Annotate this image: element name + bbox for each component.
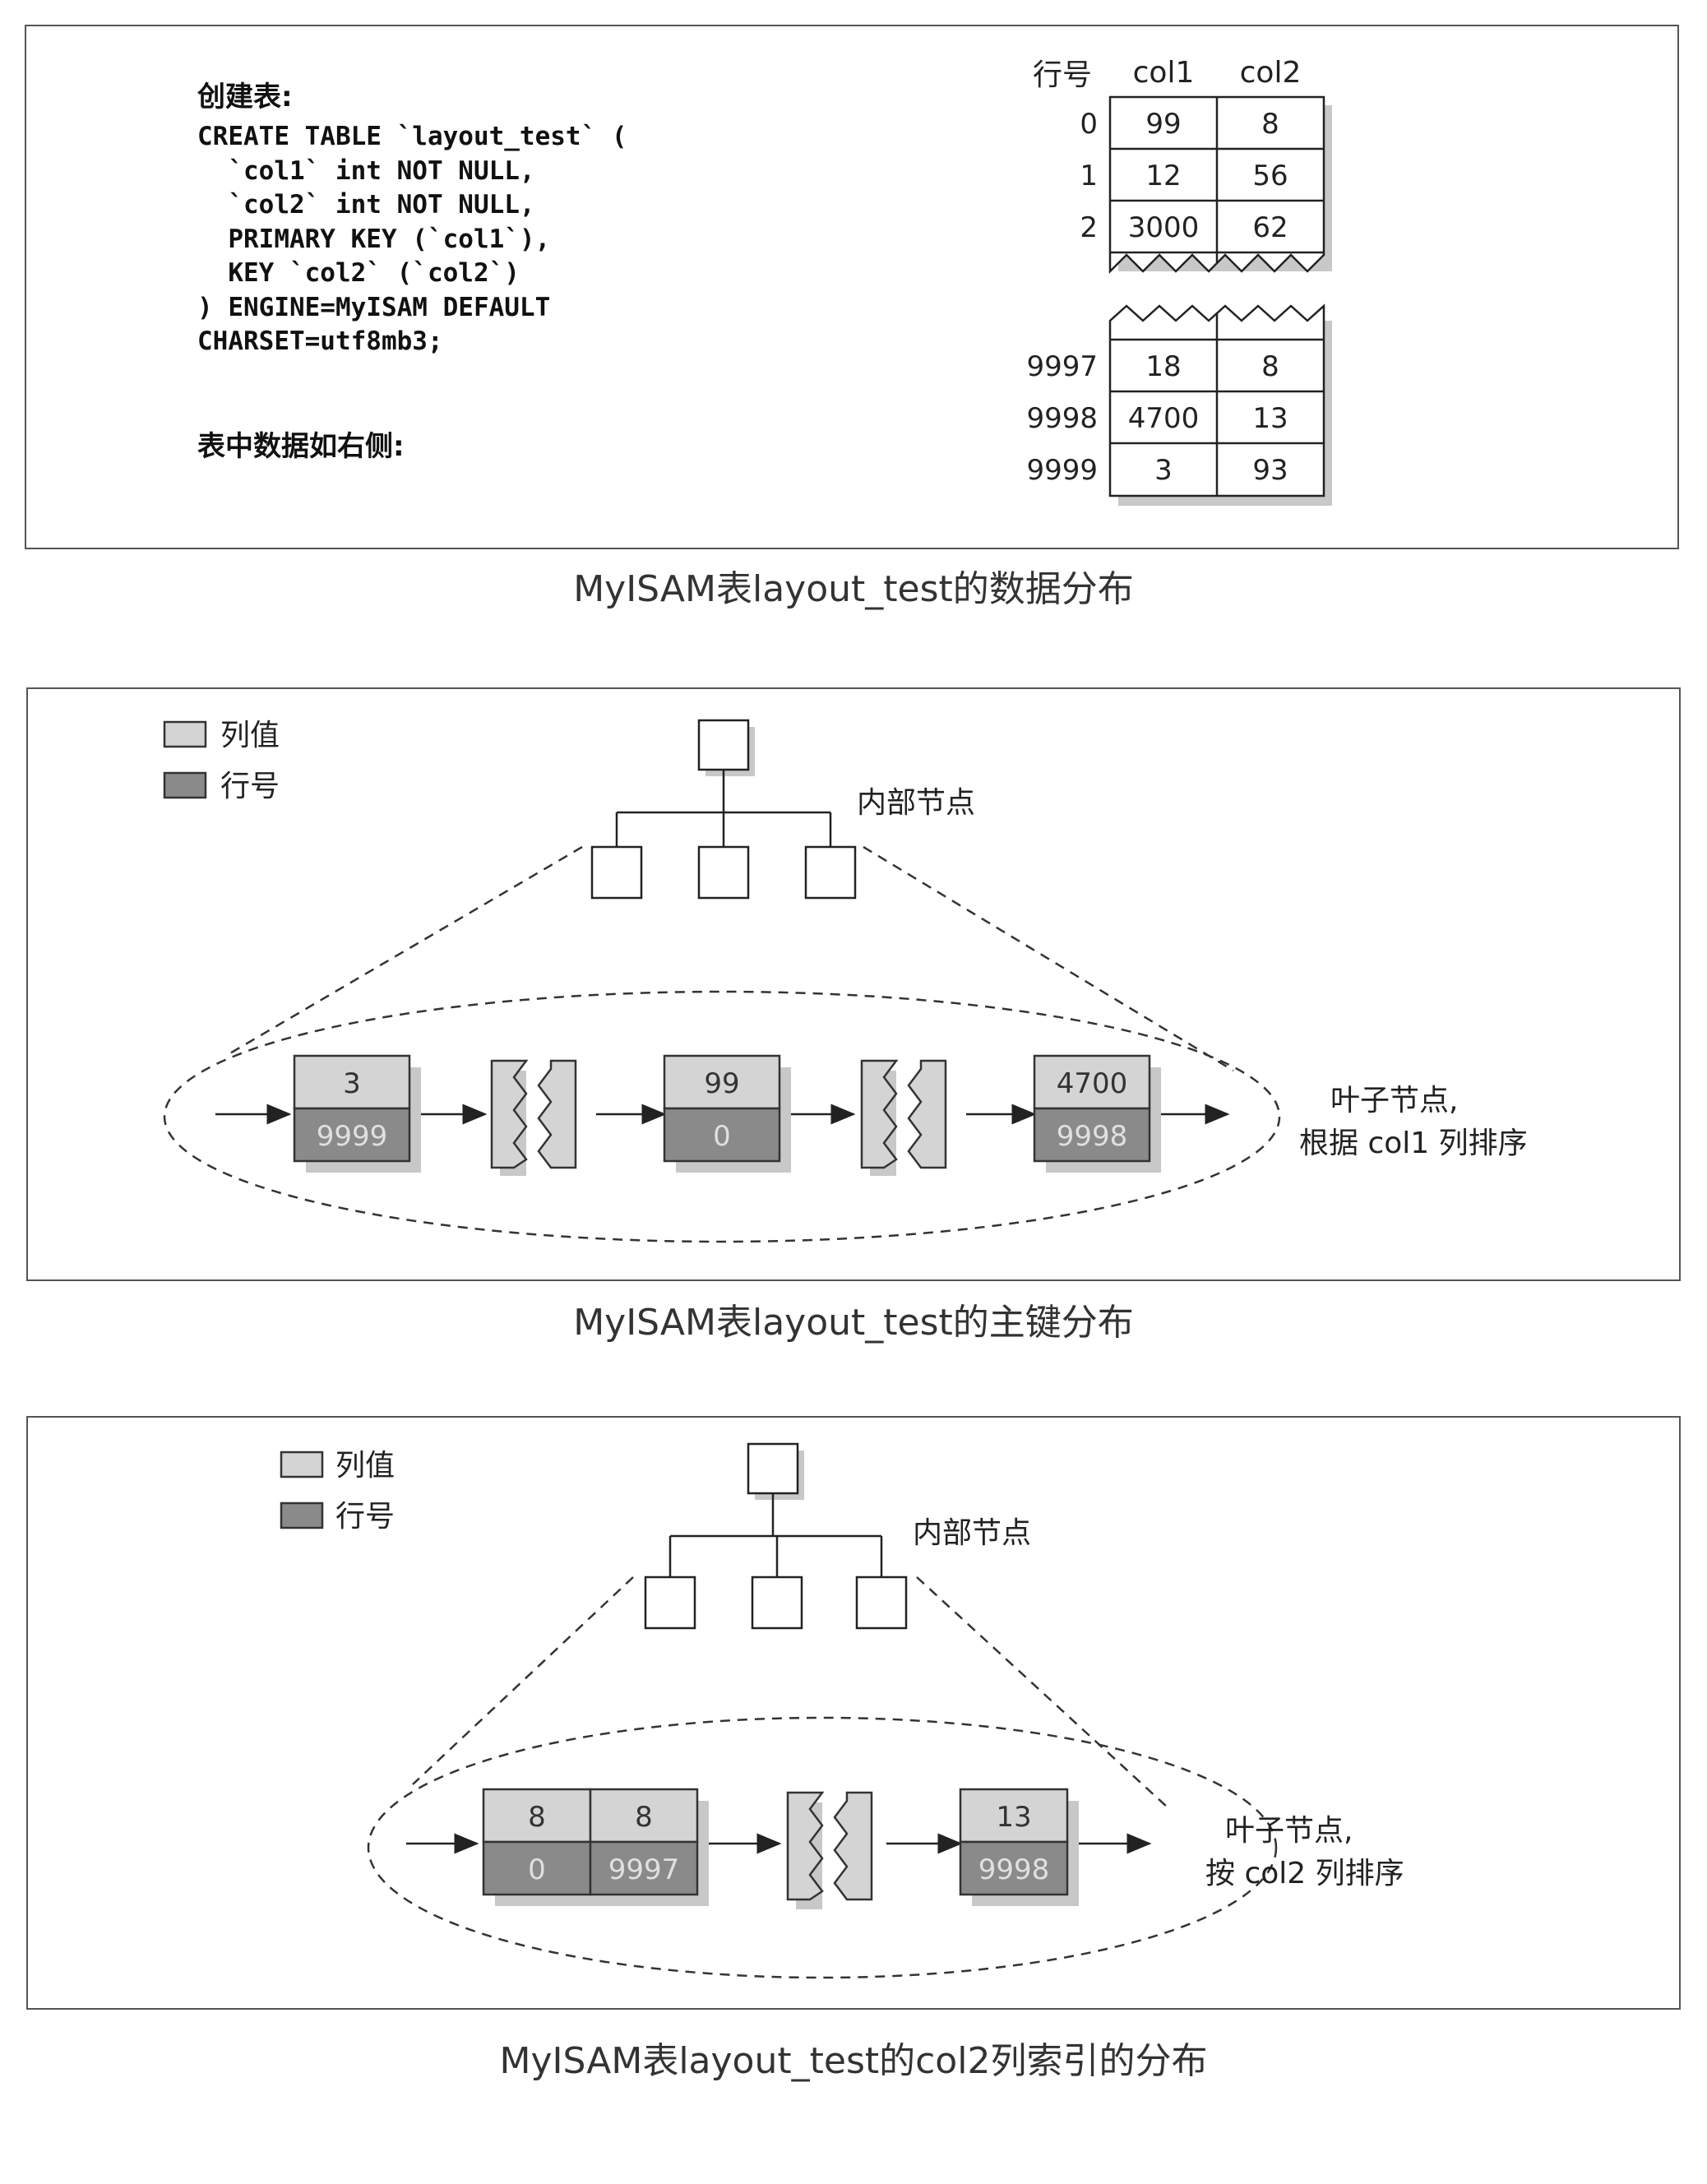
internal-node-tree: [644, 1442, 908, 1630]
leaf-value: 13: [996, 1801, 1031, 1834]
internal-node-label: 内部节点: [857, 786, 975, 820]
leaf-row: 9998: [978, 1853, 1050, 1886]
leaf-row: 9998: [1057, 1120, 1128, 1153]
leaf-level-outline: [367, 1576, 1278, 1979]
caption-data-distribution: MyISAM表layout_test的数据分布: [573, 568, 1134, 610]
leaf-node: [293, 1054, 421, 1173]
leaf-label-line2: 按 col2 列排序: [1205, 1857, 1404, 1890]
caption-primary-key-distribution: MyISAM表layout_test的主键分布: [573, 1302, 1134, 1344]
legend-row-label: 行号: [220, 770, 280, 803]
sql-line: `col2` int NOT NULL,: [197, 190, 535, 220]
header-row-number: 行号: [1033, 58, 1092, 92]
leaf-row: 9997: [608, 1853, 680, 1886]
data-table: 行号 col1 col2 0 99 8 1 12 56 2 3000 62 99…: [1026, 56, 1332, 506]
leaf-value: 8: [528, 1801, 546, 1834]
leaf-row: 9999: [317, 1120, 388, 1153]
leaf-node: [663, 1054, 791, 1173]
cell-col2: 8: [1261, 350, 1279, 383]
cell-col2: 62: [1252, 211, 1288, 244]
cell-col1: 99: [1145, 108, 1181, 141]
row-number: 1: [1080, 160, 1098, 192]
internal-node-label: 内部节点: [913, 1516, 1031, 1550]
table-bottom-block: [1108, 303, 1325, 497]
leaf-label-line2: 根据 col1 列排序: [1299, 1127, 1528, 1160]
sql-line: KEY `col2` (`col2`): [197, 258, 520, 288]
sql-line: PRIMARY KEY (`col1`),: [197, 224, 551, 254]
legend-row-swatch: [280, 1502, 324, 1529]
sql-line: CHARSET=utf8mb3;: [197, 326, 443, 356]
table-top-block: [1108, 95, 1325, 275]
sql-line: ) ENGINE=MyISAM DEFAULT: [197, 292, 551, 322]
col2-index-diagram: 列值 行号 内部节点: [280, 1442, 1404, 1979]
legend-row-label: 行号: [335, 1500, 395, 1534]
row-number: 9997: [1026, 350, 1098, 383]
leaf-row: 0: [528, 1853, 546, 1886]
caption-col2-index-distribution: MyISAM表layout_test的col2列索引的分布: [499, 2040, 1208, 2082]
data-layout-panel: [25, 25, 1679, 549]
create-table-heading: 创建表:: [197, 81, 293, 113]
cell-col1: 18: [1145, 350, 1181, 383]
leaf-value: 4700: [1057, 1067, 1128, 1100]
leaf-label-line1: 叶子节点,: [1225, 1814, 1353, 1848]
internal-node-tree: [590, 719, 857, 900]
table-data-heading: 表中数据如右侧:: [197, 430, 405, 463]
cell-col1: 4700: [1128, 402, 1200, 435]
cell-col1: 3: [1154, 454, 1173, 487]
cell-col1: 3000: [1128, 211, 1200, 244]
leaf-label-line1: 叶子节点,: [1330, 1084, 1458, 1117]
leaf-level-outline: [163, 845, 1281, 1243]
break-marker: [786, 1791, 873, 1909]
leaf-value: 8: [635, 1801, 653, 1834]
header-col1: col1: [1133, 56, 1195, 90]
sql-line: CREATE TABLE `layout_test` (: [197, 122, 627, 151]
legend-row-swatch: [163, 771, 207, 799]
row-number: 9998: [1026, 402, 1098, 435]
cell-col1: 12: [1145, 160, 1181, 192]
legend-value-swatch: [280, 1451, 324, 1478]
header-col2: col2: [1240, 56, 1302, 90]
cell-col2: 56: [1252, 160, 1288, 192]
legend-value-swatch: [163, 720, 207, 748]
primary-key-diagram: 列值 行号 内部节点: [163, 719, 1528, 1243]
break-marker: [860, 1059, 947, 1176]
legend-value-label: 列值: [220, 719, 280, 752]
cell-col2: 13: [1252, 402, 1288, 435]
leaf-row: 0: [713, 1120, 731, 1153]
leaf-node: [1033, 1054, 1161, 1173]
row-number: 9999: [1026, 454, 1098, 487]
legend-value-label: 列值: [335, 1449, 395, 1483]
break-marker: [490, 1059, 577, 1176]
leaf-value: 3: [343, 1067, 361, 1100]
leaf-node: [959, 1788, 1079, 1906]
primary-key-panel: [26, 687, 1681, 1281]
row-number: 2: [1080, 211, 1098, 244]
sql-line: `col1` int NOT NULL,: [197, 155, 535, 186]
leaf-node: [482, 1788, 709, 1906]
cell-col2: 8: [1261, 108, 1279, 141]
row-number: 0: [1080, 108, 1098, 141]
create-table-sql: CREATE TABLE `layout_test` ( `col1` int …: [197, 120, 627, 359]
cell-col2: 93: [1252, 454, 1288, 487]
leaf-value: 99: [704, 1067, 739, 1100]
